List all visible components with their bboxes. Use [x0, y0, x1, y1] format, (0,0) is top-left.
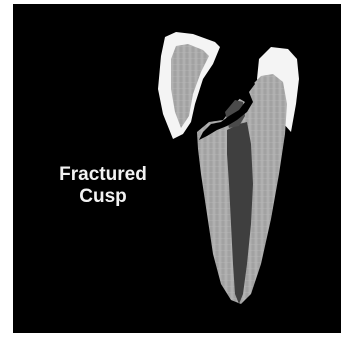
fractured-cusp-label: Fractured Cusp	[13, 164, 193, 208]
label-line-2: Cusp	[13, 186, 193, 208]
label-line-1: Fractured	[13, 164, 193, 186]
diagram-frame: Fractured Cusp	[13, 4, 341, 333]
